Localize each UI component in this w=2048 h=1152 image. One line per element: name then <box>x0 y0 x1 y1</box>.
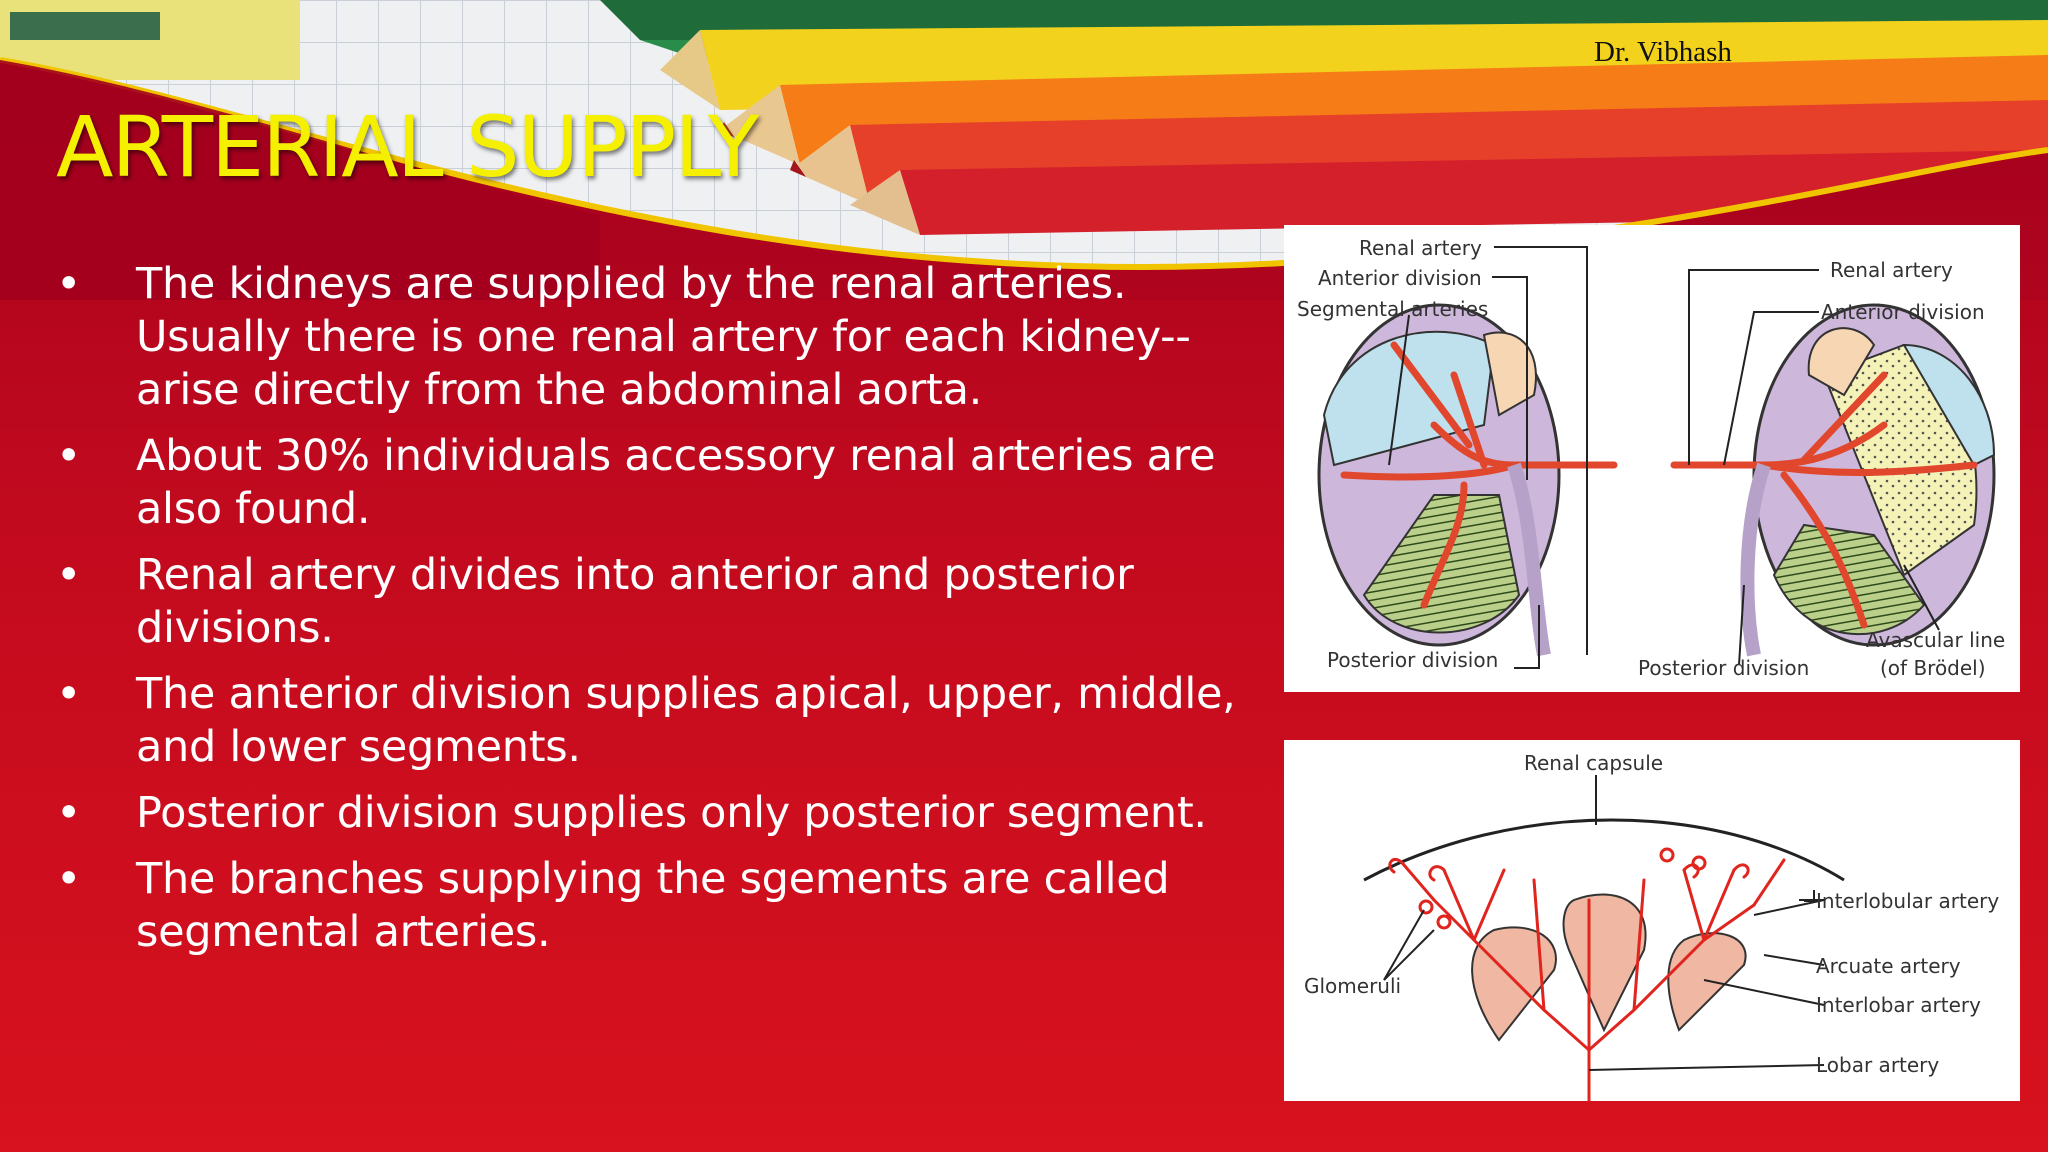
bullet-item: • Posterior division supplies only poster… <box>54 787 1294 840</box>
bullet-icon: • <box>56 550 82 600</box>
bullet-icon: • <box>56 854 82 904</box>
bullet-icon: • <box>56 259 82 309</box>
pencils-banner-image <box>0 0 2048 300</box>
bullet-text: About 30% individuals accessory renal ar… <box>136 431 1216 534</box>
bullet-text: Posterior division supplies only posteri… <box>136 788 1207 838</box>
label-anterior-division-right: Anterior division <box>1821 300 1985 324</box>
bullet-item: • The kidneys are supplied by the renal a… <box>54 258 1294 417</box>
bullet-icon: • <box>56 788 82 838</box>
kidney-segments-figure: Renal artery Anterior division Segmental… <box>1284 225 2020 692</box>
label-interlobar-artery: Interlobar artery <box>1816 993 1981 1017</box>
bullet-text: The kidneys are supplied by the renal ar… <box>136 259 1191 415</box>
label-posterior-division-right: Posterior division <box>1638 656 1809 680</box>
slide-title: ARTERIAL SUPPLY <box>56 98 759 196</box>
label-arcuate-artery: Arcuate artery <box>1816 954 1961 978</box>
renal-capsule-arc <box>1363 818 1845 882</box>
bullet-list: • The kidneys are supplied by the renal a… <box>54 258 1294 972</box>
label-anterior-division-left: Anterior division <box>1318 266 1482 290</box>
bullet-text: The anterior division supplies apical, u… <box>136 669 1236 772</box>
label-of-brodel: (of Brödel) <box>1880 656 1986 680</box>
bullet-item: • Renal artery divides into anterior and … <box>54 549 1294 655</box>
bullet-text: The branches supplying the sgements are … <box>136 854 1170 957</box>
author-name: Dr. Vibhash <box>1594 36 1732 68</box>
bullet-item: • The anterior division supplies apical, … <box>54 668 1294 774</box>
label-posterior-division-left: Posterior division <box>1327 648 1498 672</box>
left-kidney <box>1317 303 1618 657</box>
bullet-text: Renal artery divides into anterior and p… <box>136 550 1134 653</box>
label-renal-artery-right: Renal artery <box>1830 258 1953 282</box>
bullet-icon: • <box>56 431 82 481</box>
cortical-arteries-figure: Renal capsule Glomeruli Interlobular art… <box>1284 740 2020 1101</box>
right-kidney <box>1670 303 1996 657</box>
cortical-arteries-illustration: Renal capsule Glomeruli Interlobular art… <box>1304 751 1999 1101</box>
kidney-segments-illustration: Renal artery Anterior division Segmental… <box>1297 236 2005 680</box>
label-interlobular-artery: Interlobular artery <box>1816 889 1999 913</box>
label-renal-capsule: Renal capsule <box>1524 751 1663 775</box>
bullet-icon: • <box>56 669 82 719</box>
label-lobar-artery: Lobar artery <box>1816 1053 1939 1077</box>
label-glomeruli: Glomeruli <box>1304 974 1401 998</box>
label-avascular-line: Avascular line <box>1866 628 2005 652</box>
bullet-item: • About 30% individuals accessory renal a… <box>54 430 1294 536</box>
bullet-item: • The branches supplying the sgements are… <box>54 853 1294 959</box>
label-renal-artery-left: Renal artery <box>1359 236 1482 260</box>
label-segmental-arteries: Segmental arteries <box>1297 297 1488 321</box>
